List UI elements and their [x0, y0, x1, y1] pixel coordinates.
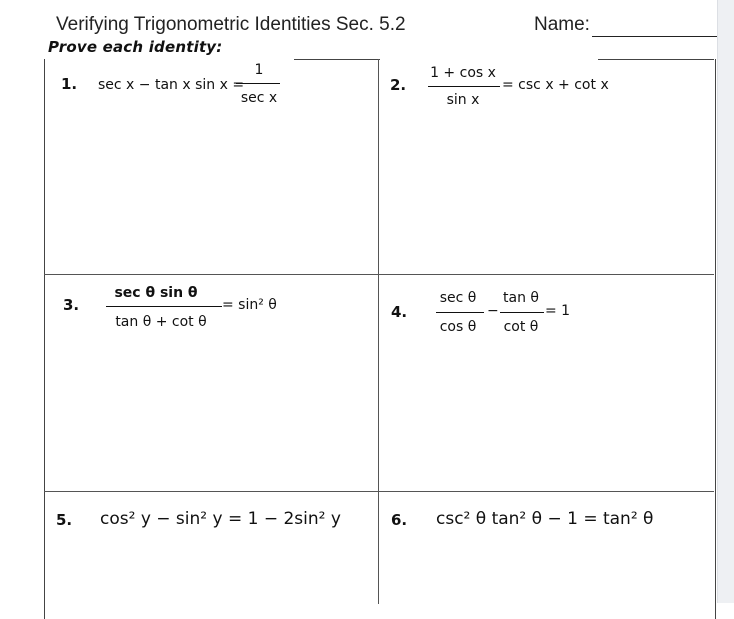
- grid-row-divider-1: [44, 274, 714, 275]
- worksheet-title: Verifying Trigonometric Identities Sec. …: [56, 14, 406, 35]
- problem-6-number: 6.: [391, 511, 408, 529]
- problem-4-numerator-2: tan θ: [503, 290, 539, 306]
- problem-4-fraction-bar-1: [436, 312, 484, 313]
- name-blank-line: [592, 36, 718, 37]
- grid-center-divider: [378, 59, 379, 604]
- problem-5-number: 5.: [56, 511, 73, 529]
- problem-2-numerator: 1 + cos x: [430, 65, 496, 81]
- name-label: Name:: [534, 14, 590, 35]
- problem-3-number: 3.: [63, 296, 80, 314]
- problem-1-denominator: sec x: [240, 90, 278, 106]
- problem-4-fraction-bar-2: [500, 312, 544, 313]
- problem-2-number: 2.: [390, 76, 407, 94]
- problem-2-fraction-bar: [428, 86, 500, 87]
- problem-2-rhs: = csc x + cot x: [502, 77, 609, 93]
- problem-3-rhs: = sin² θ: [222, 297, 277, 313]
- problem-1-fraction-bar: [236, 83, 280, 84]
- problem-6-equation: csc² θ tan² θ − 1 = tan² θ: [436, 509, 654, 529]
- problem-5-equation: cos² y − sin² y = 1 − 2sin² y: [100, 509, 341, 529]
- problem-4-rhs: = 1: [545, 303, 571, 319]
- problem-4-denominator-1: cos θ: [439, 319, 477, 335]
- problem-3-fraction-bar: [106, 306, 222, 307]
- problem-4-denominator-2: cot θ: [503, 319, 539, 335]
- window-edge-strip: [717, 0, 734, 603]
- instructions: Prove each identity:: [48, 38, 223, 56]
- problem-1-number: 1.: [61, 75, 78, 93]
- grid-top-line-1: [294, 59, 380, 60]
- problem-grid: [44, 59, 716, 619]
- problem-4-numerator-1: sec θ: [439, 290, 477, 306]
- problem-1-lhs: sec x − tan x sin x =: [98, 77, 245, 93]
- problem-4-minus: −: [487, 303, 499, 319]
- worksheet-page: Verifying Trigonometric Identities Sec. …: [44, 14, 718, 619]
- problem-2-denominator: sin x: [446, 92, 480, 108]
- problem-1-numerator: 1: [254, 62, 264, 78]
- problem-4-number: 4.: [391, 303, 408, 321]
- grid-top-line-2: [598, 59, 714, 60]
- problem-3-numerator: sec θ sin θ: [114, 285, 198, 301]
- problem-3-denominator: tan θ + cot θ: [115, 314, 207, 330]
- grid-row-divider-2: [44, 491, 714, 492]
